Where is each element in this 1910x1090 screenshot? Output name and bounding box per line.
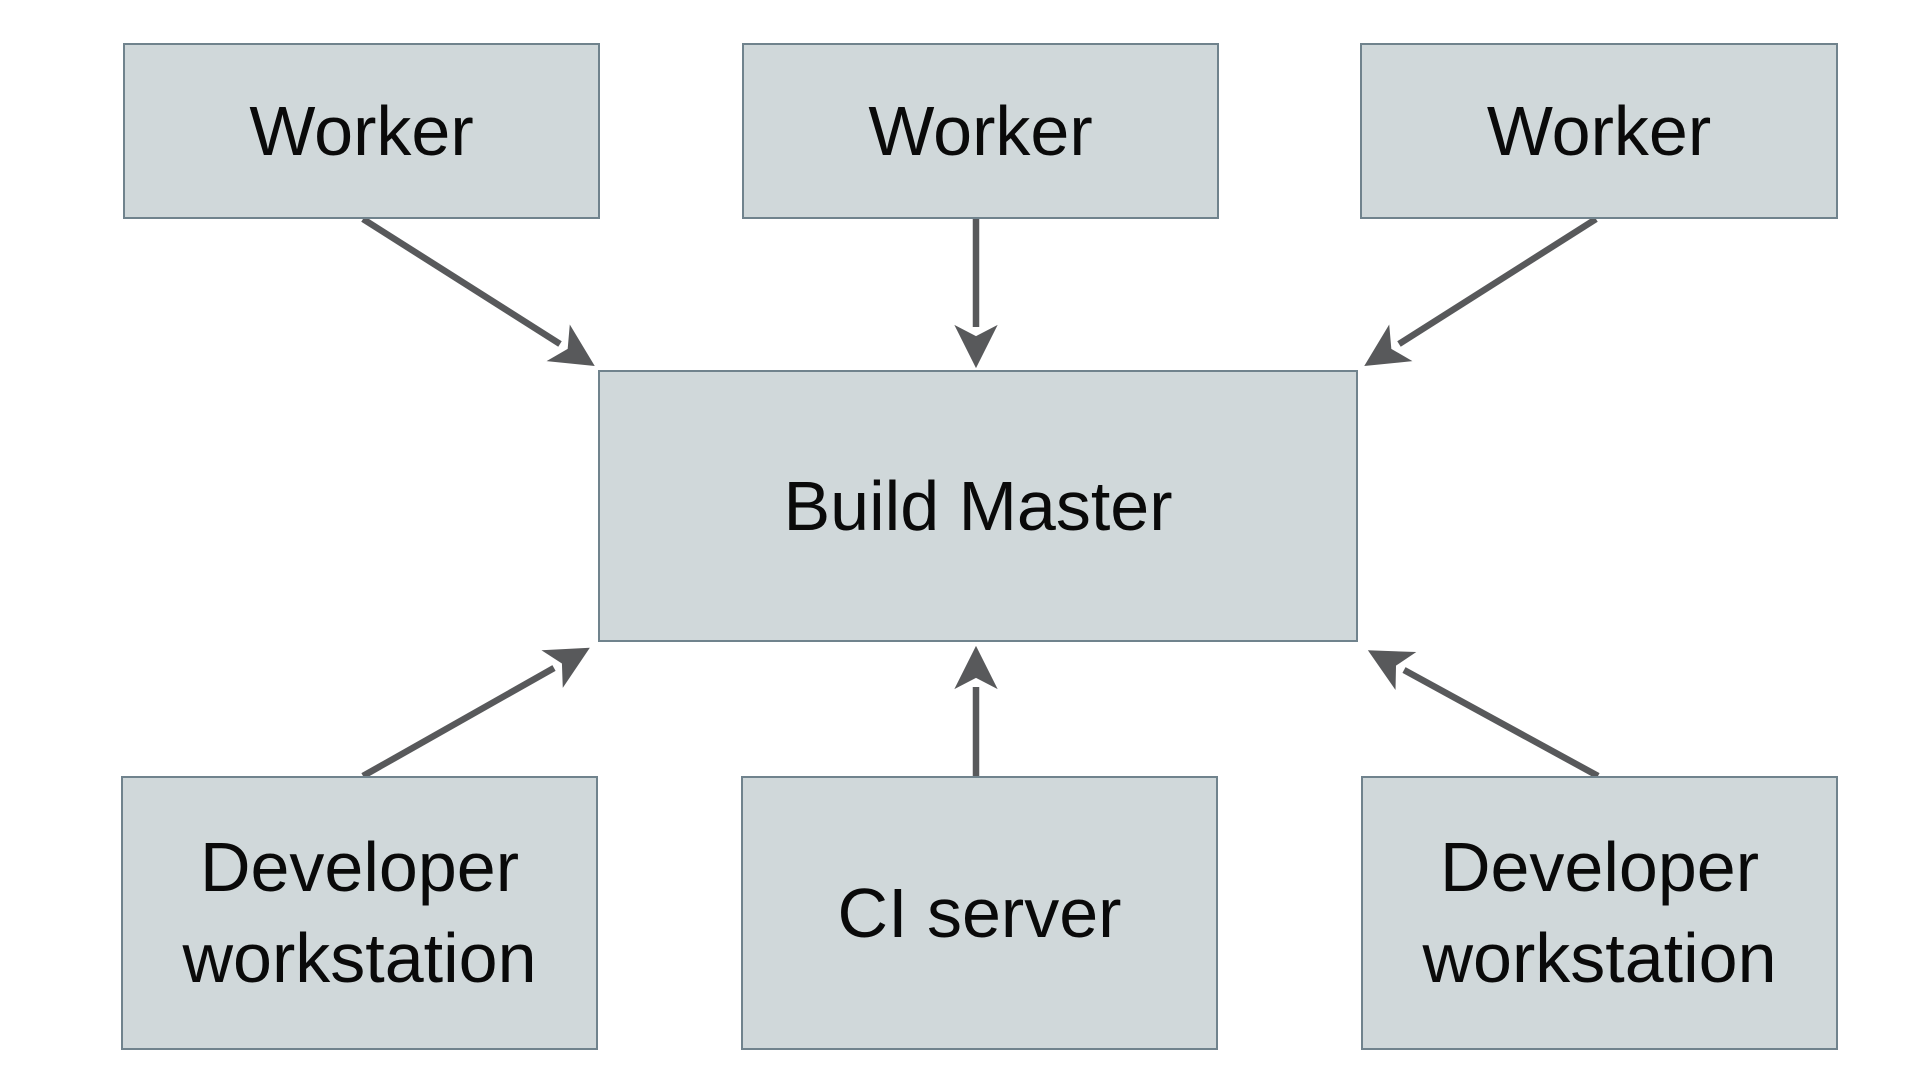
arrow-dev-workstation-left-to-build-master (361, 647, 590, 779)
node-worker-1-label: Worker (249, 91, 474, 170)
node-worker-1: Worker (123, 43, 600, 219)
node-build-master: Build Master (598, 370, 1358, 642)
node-developer-workstation-right: Developer workstation (1361, 776, 1838, 1050)
node-developer-workstation-left: Developer workstation (121, 776, 598, 1050)
node-build-master-label: Build Master (783, 466, 1173, 545)
node-worker-3: Worker (1360, 43, 1838, 219)
node-worker-2-label: Worker (868, 91, 1093, 170)
arrow-worker-1-to-build-master (361, 216, 595, 367)
node-ci-server: CI server (741, 776, 1218, 1050)
node-worker-3-label: Worker (1486, 91, 1712, 170)
node-ci-server-label: CI server (837, 873, 1122, 952)
node-worker-2: Worker (742, 43, 1219, 219)
arrow-dev-workstation-right-to-build-master (1367, 650, 1600, 779)
node-developer-workstation-left-label: Developer workstation (182, 828, 537, 997)
arrow-worker-3-to-build-master (1364, 216, 1598, 367)
node-developer-workstation-right-label: Developer workstation (1422, 828, 1777, 997)
